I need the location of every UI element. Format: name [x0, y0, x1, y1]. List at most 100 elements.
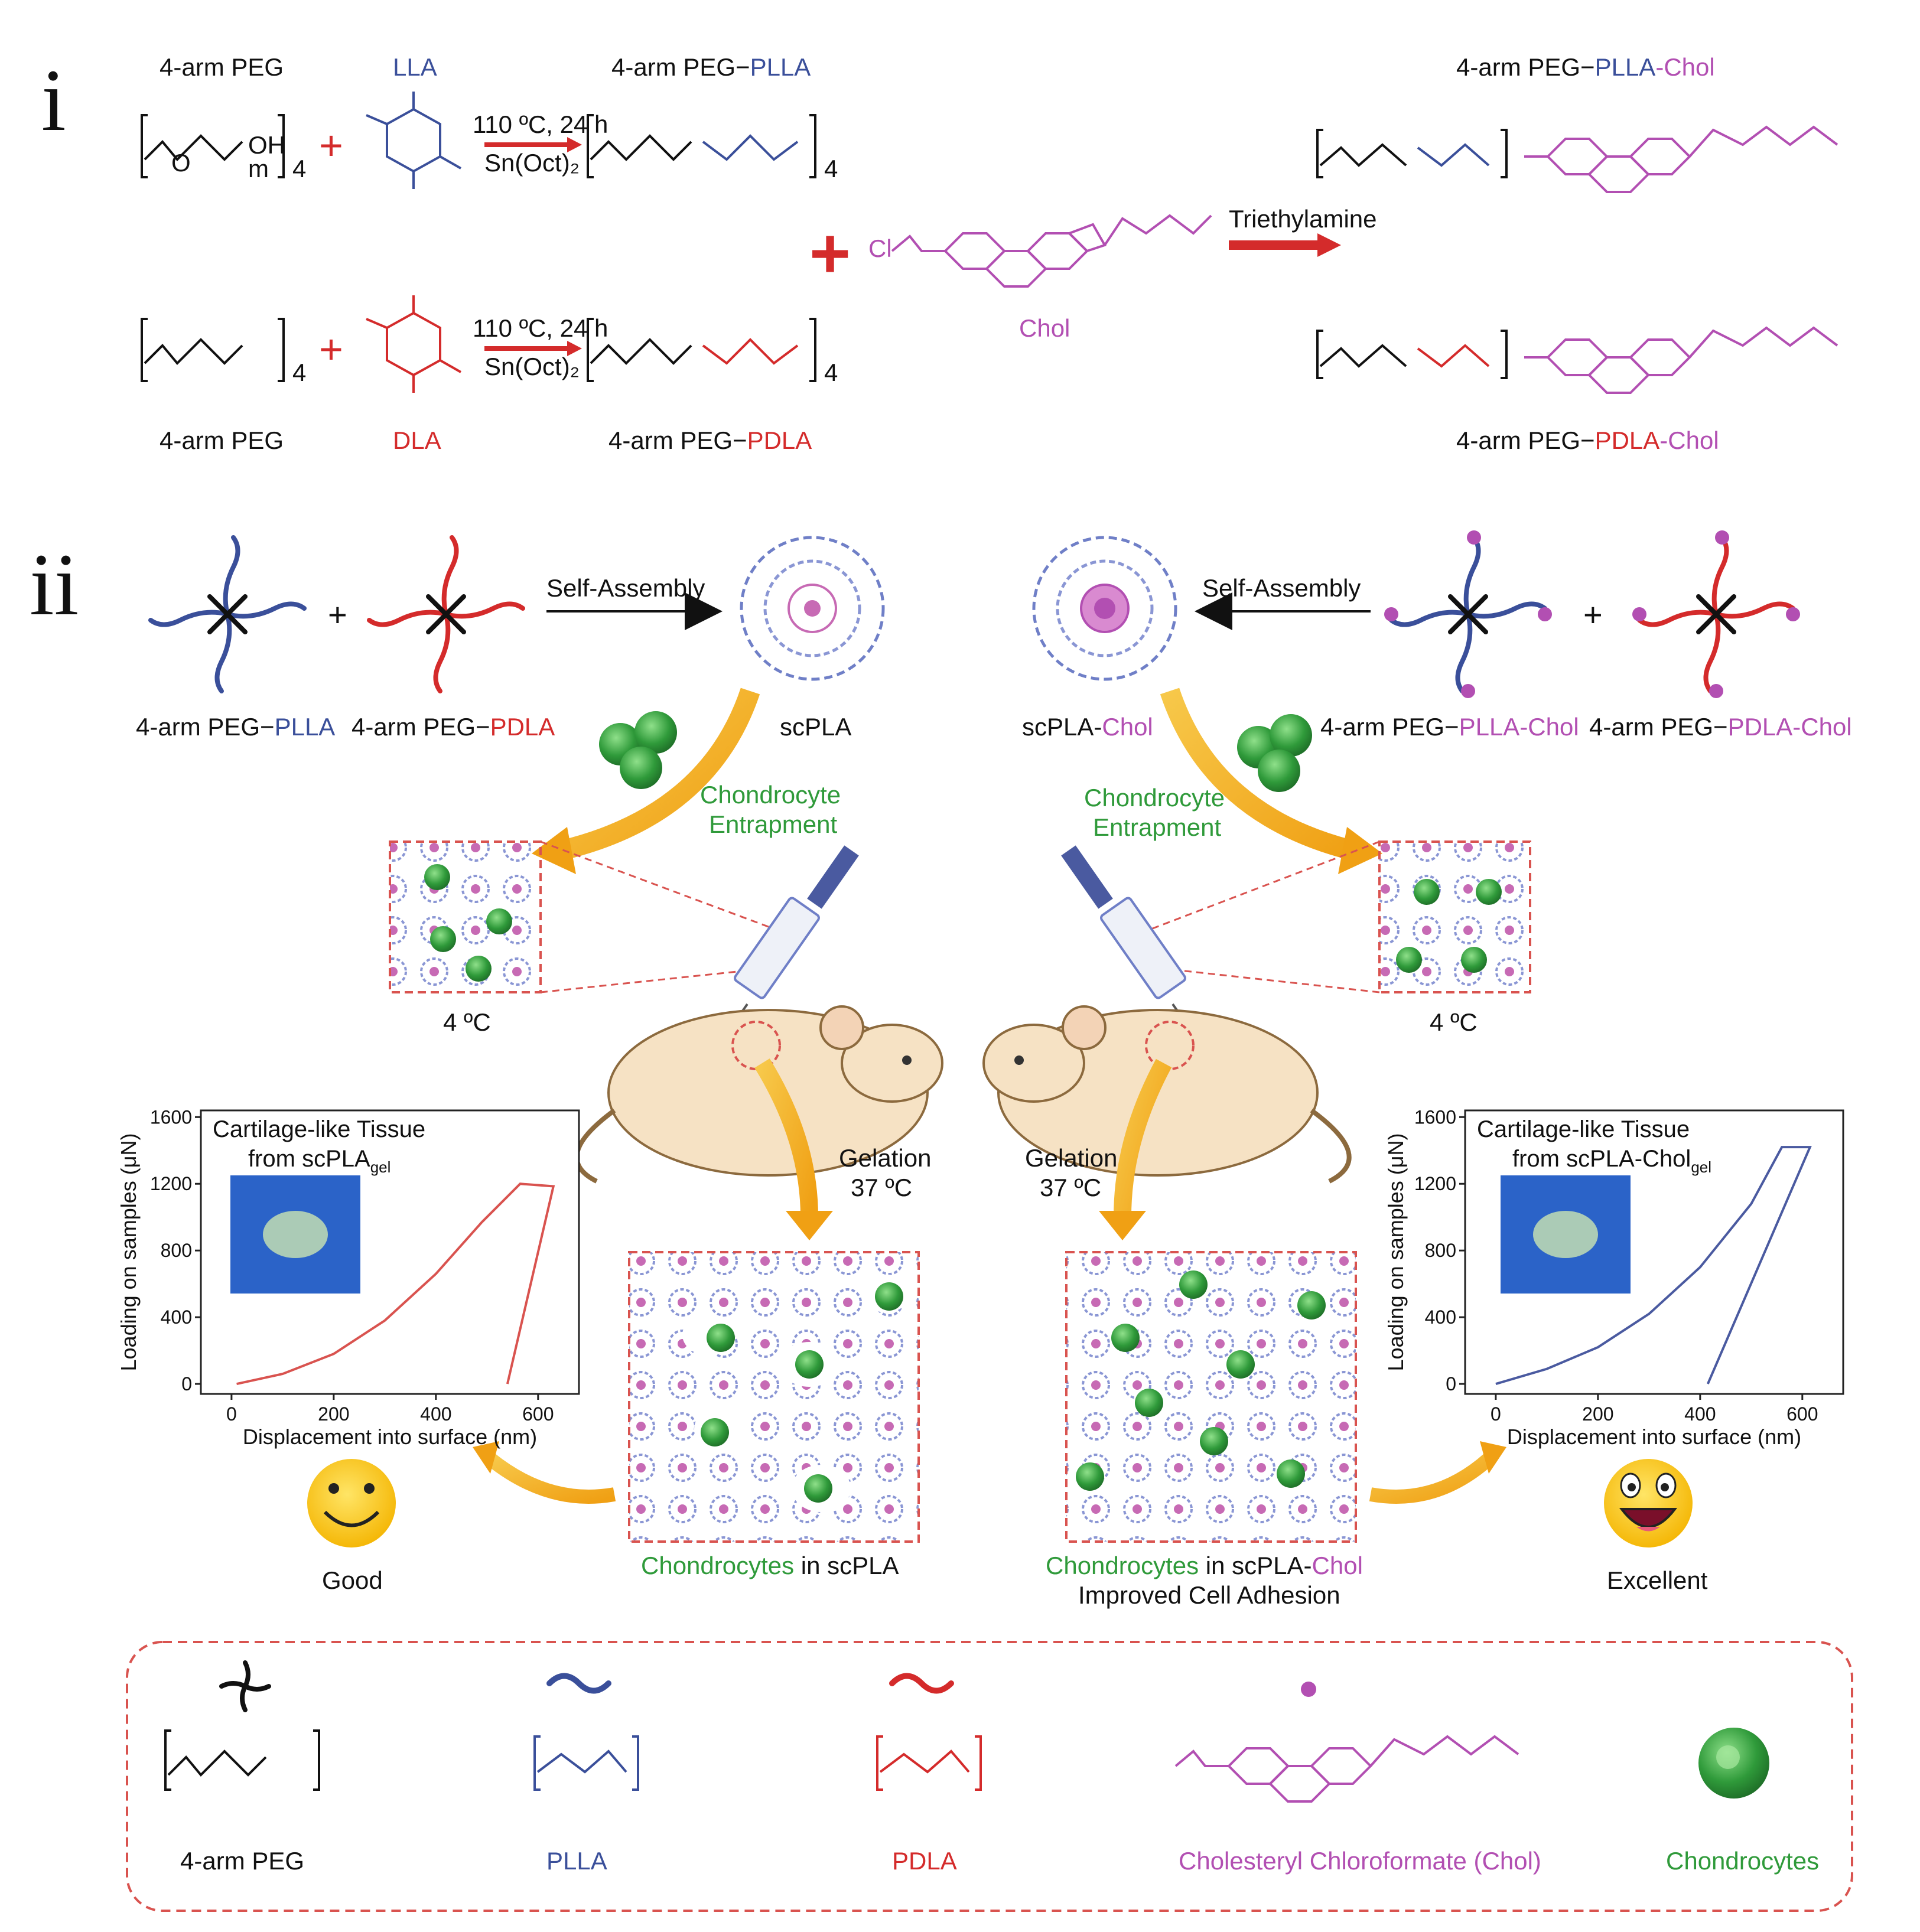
chondrocyte-cluster-left — [599, 711, 677, 789]
label-prod-pdla-chol: 4-arm PEG−PDLA-Chol — [1456, 426, 1719, 454]
peg-plla-structure — [587, 114, 816, 178]
plus-sign-2: + — [319, 326, 343, 372]
label-scpla: scPLA — [780, 713, 851, 741]
label-triethylamine: Triethylamine — [1229, 205, 1377, 233]
syringe-right — [1061, 845, 1195, 1035]
arrow-to-chart-left — [486, 1453, 616, 1504]
peg-structure-bottom — [141, 318, 285, 382]
label-self-assembly-left: Self-Assembly — [546, 574, 705, 602]
y-tick-label: 0 — [1446, 1373, 1456, 1395]
big-plus: + — [809, 214, 851, 293]
x-axis-label: Displacement into surface (nm) — [1507, 1425, 1801, 1449]
gel-box-right — [1065, 1251, 1357, 1543]
panel-label-ii: ii — [30, 536, 79, 634]
chol-structure — [891, 214, 1212, 288]
label-gelation-left-1: Gelation — [839, 1144, 931, 1172]
label-entrap-left-1: Chondrocyte — [700, 781, 841, 809]
label-entrap-right-2: Entrapment — [1093, 813, 1221, 841]
x-tick-label: 400 — [420, 1403, 451, 1425]
y-tick-label: 400 — [1425, 1307, 1456, 1328]
scpla-micelle — [740, 536, 885, 681]
x-tick-label: 200 — [1582, 1403, 1613, 1425]
x-tick-label: 0 — [1491, 1403, 1501, 1425]
chol-end-groups-pdla — [1632, 530, 1800, 698]
label-ii-peg-plla: 4-arm PEG−PLLA — [136, 713, 335, 741]
label-gelation-right-1: Gelation — [1025, 1144, 1117, 1172]
plus-assembly-left: + — [328, 596, 347, 633]
chem-m: m — [248, 155, 269, 183]
load-curve — [236, 1182, 555, 1386]
chart-title: Cartilage-like Tissue — [213, 1116, 425, 1142]
rating-good: Good — [322, 1566, 383, 1594]
chem-oh: OH — [248, 131, 285, 159]
y-tick-label: 800 — [161, 1240, 192, 1261]
legend-box — [126, 1641, 1853, 1912]
legend-chondrocytes-label: Chondrocytes — [1666, 1847, 1819, 1875]
tissue-sample — [1533, 1211, 1598, 1258]
caption-gel-left: Chondrocytes in scPLA — [641, 1552, 899, 1579]
label-entrap-right-1: Chondrocyte — [1084, 784, 1225, 812]
label-4arm-peg-top: 4-arm PEG — [160, 53, 284, 81]
label-gelation-right-2: 37 ºC — [1040, 1174, 1101, 1201]
label-temp-left: 4 ºC — [443, 1008, 491, 1036]
x-tick-label: 600 — [1786, 1403, 1818, 1425]
rating-excellent: Excellent — [1607, 1566, 1708, 1594]
chart-subtitle: from scPLAgel — [248, 1146, 390, 1176]
label-4arm-peg-plla: 4-arm PEG−PLLA — [611, 53, 811, 81]
legend-peg-label: 4-arm PEG — [180, 1847, 304, 1875]
arrow-entrapment-right — [1160, 688, 1356, 861]
y-axis-label: Loading on samples (μN) — [1384, 1133, 1408, 1371]
label-scpla-chol: scPLA-Chol — [1022, 713, 1153, 741]
legend-plla-label: PLLA — [546, 1847, 607, 1875]
label-ii-peg-pdla: 4-arm PEG−PDLA — [352, 713, 555, 741]
prod-pdla-chol-structure — [1316, 326, 1838, 394]
chart-subtitle: from scPLA-Cholgel — [1512, 1146, 1711, 1176]
lla-structure — [366, 92, 461, 189]
y-axis-label: Loading on samples (μN) — [116, 1133, 141, 1371]
x-tick-label: 200 — [318, 1403, 349, 1425]
y-tick-label: 1200 — [1414, 1173, 1456, 1194]
tissue-sample — [263, 1211, 328, 1258]
arrow-gelation-left — [754, 1058, 818, 1217]
label-self-assembly-right: Self-Assembly — [1202, 574, 1361, 602]
legend-chol-structure — [1174, 1735, 1519, 1803]
label-dla: DLA — [393, 426, 441, 454]
label-lla: LLA — [393, 53, 437, 81]
arrow-to-chart-right — [1369, 1453, 1493, 1504]
label-entrap-left-2: Entrapment — [709, 810, 837, 838]
chem-4-c: 4 — [292, 359, 306, 386]
arrow-entrapment-left — [559, 688, 760, 861]
peg-structure-top — [141, 114, 285, 178]
chol-end-groups-plla — [1384, 530, 1552, 698]
label-ii-peg-pdla-chol: 4-arm PEG−PDLA-Chol — [1589, 713, 1852, 741]
legend-plla-structure — [533, 1735, 639, 1791]
gel-box-left — [628, 1251, 920, 1543]
smiley-good-icon — [307, 1459, 396, 1547]
star-polymer-plla-chol — [1389, 535, 1547, 693]
label-ii-peg-plla-chol: 4-arm PEG−PLLA-Chol — [1320, 713, 1579, 741]
x-tick-label: 0 — [226, 1403, 237, 1425]
legend-chol-label: Cholesteryl Chloroformate (Chol) — [1179, 1847, 1541, 1875]
sol-box-left — [389, 840, 542, 993]
y-tick-label: 1200 — [150, 1173, 192, 1194]
legend-chol-dot-icon — [1301, 1682, 1316, 1697]
cond-temp-bottom: 110 ºC, 24 h — [473, 314, 608, 342]
mouse-left — [574, 1005, 943, 1184]
arrow-gelation-right — [1114, 1058, 1172, 1217]
star-polymer-pdla-chol — [1637, 535, 1795, 693]
caption-gel-right-2: Improved Cell Adhesion — [1078, 1581, 1340, 1609]
panel-label-i: i — [41, 51, 66, 149]
chem-o: O — [171, 149, 191, 177]
label-gelation-left-2: 37 ºC — [851, 1174, 912, 1201]
cond-cat-bottom: Sn(Oct)₂ — [484, 353, 580, 380]
prod-plla-chol-structure — [1316, 125, 1838, 193]
smiley-excellent-icon — [1604, 1459, 1693, 1547]
chem-cl: Cl — [868, 234, 892, 262]
x-tick-label: 400 — [1684, 1403, 1716, 1425]
plus-sign: + — [319, 122, 343, 168]
label-temp-right: 4 ºC — [1430, 1008, 1478, 1036]
y-tick-label: 1600 — [150, 1106, 192, 1128]
label-4arm-peg-pdla: 4-arm PEG−PDLA — [608, 426, 812, 454]
peg-pdla-structure — [587, 318, 816, 382]
plus-assembly-right: + — [1583, 596, 1603, 633]
